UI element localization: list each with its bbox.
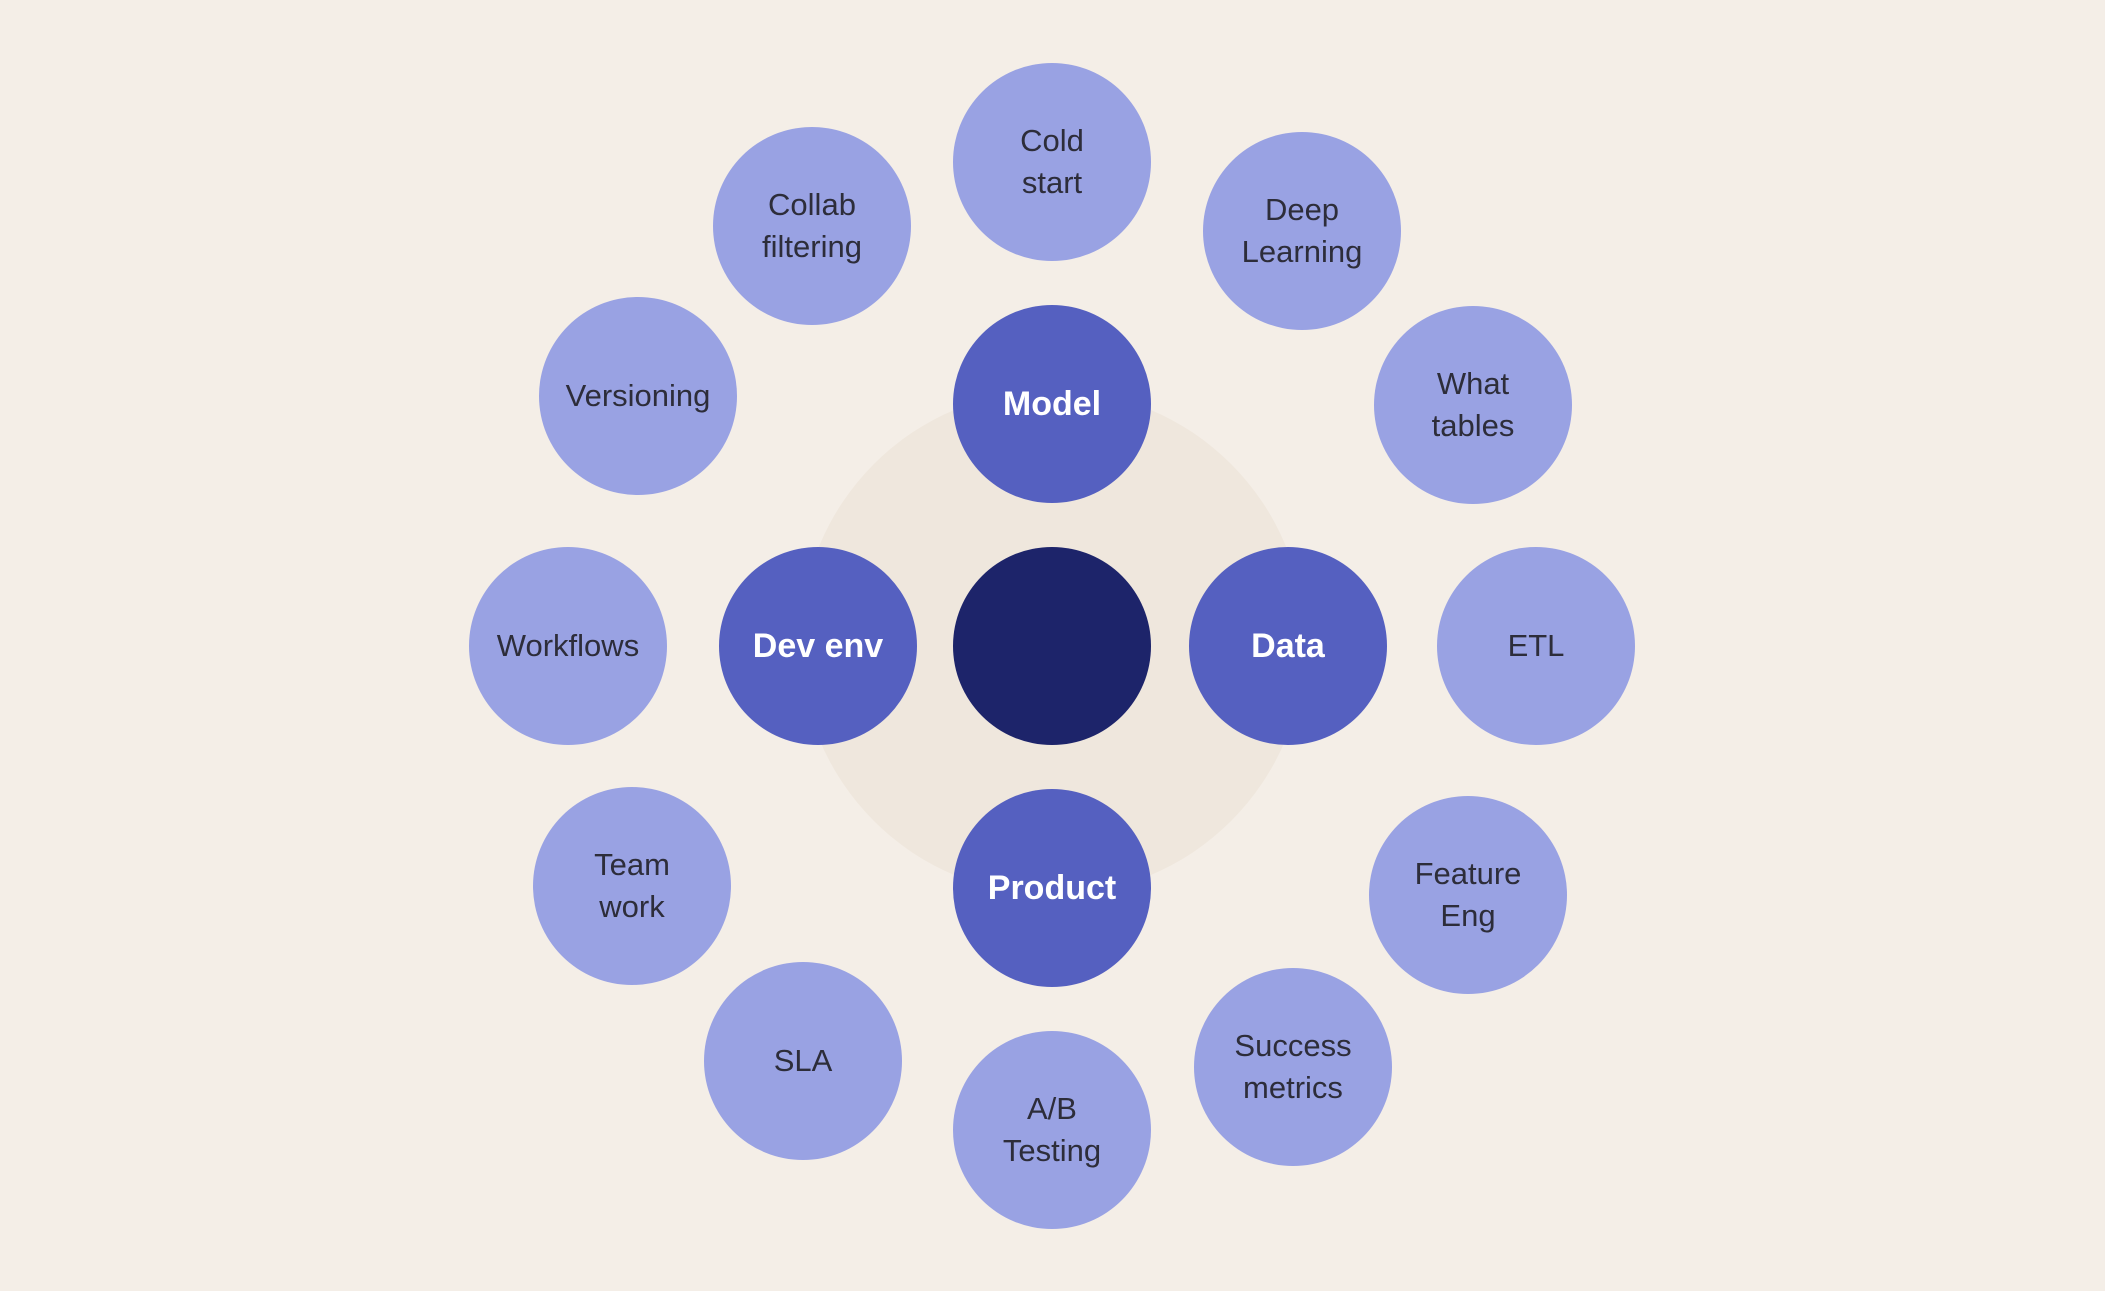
hub-model: Model [953, 305, 1151, 503]
core-node [953, 547, 1151, 745]
leaf-deep-learning: Deep Learning [1203, 132, 1401, 330]
hub-dev-env: Dev env [719, 547, 917, 745]
leaf-success-metrics: Success metrics [1194, 968, 1392, 1166]
hub-product: Product [953, 789, 1151, 987]
leaf-workflows: Workflows [469, 547, 667, 745]
leaf-sla: SLA [704, 962, 902, 1160]
leaf-cold-start: Cold start [953, 63, 1151, 261]
leaf-collab-filtering: Collab filtering [713, 127, 911, 325]
leaf-ab-testing: A/B Testing [953, 1031, 1151, 1229]
leaf-versioning: Versioning [539, 297, 737, 495]
leaf-etl: ETL [1437, 547, 1635, 745]
leaf-what-tables: What tables [1374, 306, 1572, 504]
leaf-feature-eng: Feature Eng [1369, 796, 1567, 994]
leaf-team-work: Team work [533, 787, 731, 985]
hub-data: Data [1189, 547, 1387, 745]
